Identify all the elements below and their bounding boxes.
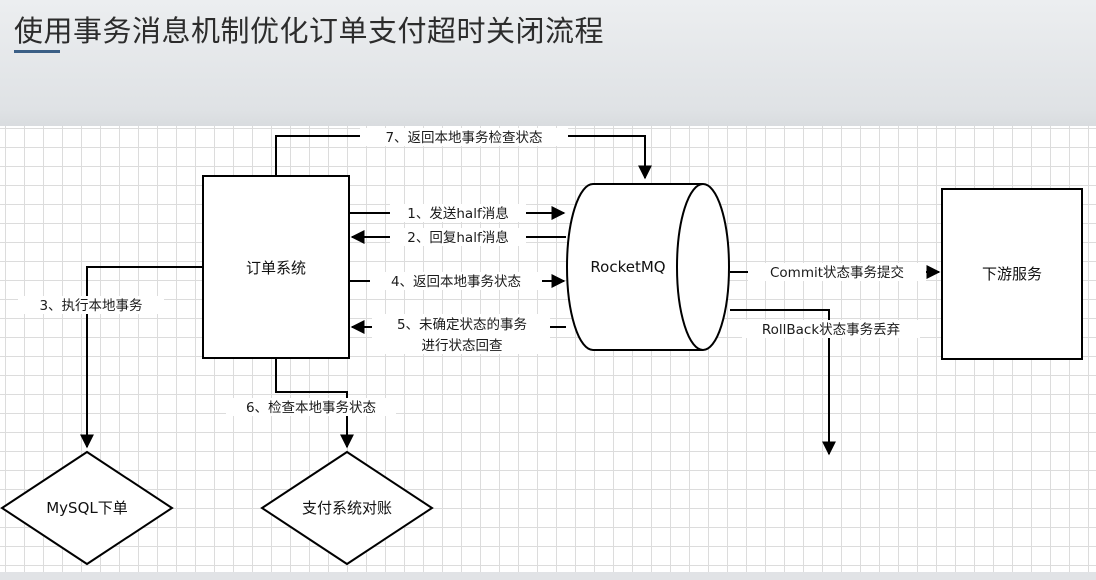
edge-1-label-bg	[390, 204, 526, 222]
diagram-canvas: 订单系统 RocketMQ 下游服务 MySQL下单 支付系统对账 7、返回本地…	[0, 126, 1096, 572]
order-system-box	[202, 175, 350, 359]
edge-5-label-line2: 进行状态回查	[422, 338, 503, 354]
payment-reconcile-label: 支付系统对账	[302, 499, 392, 517]
page-title: 使用事务消息机制优化订单支付超时关闭流程	[14, 14, 605, 48]
flow-diagram: 订单系统 RocketMQ 下游服务 MySQL下单 支付系统对账 7、返回本地…	[0, 128, 1083, 566]
edge-rollback-label-bg	[742, 320, 920, 338]
edge-2-label-bg	[390, 228, 526, 246]
rocketmq-label: RocketMQ	[590, 258, 665, 276]
title-underline	[14, 50, 60, 53]
edge-3-label: 3、执行本地事务	[39, 298, 142, 314]
edge-3-line	[80, 266, 203, 449]
edge-6-label: 6、检查本地事务状态	[246, 400, 376, 416]
edge-3-label-bg	[18, 296, 164, 314]
edge-rollback-label: RollBack状态事务丢弃	[762, 322, 900, 338]
edge-commit-label-bg	[748, 263, 926, 281]
bottom-band	[0, 572, 1096, 580]
edge-7-label-bg	[360, 128, 568, 146]
edge-1-label: 1、发送half消息	[407, 205, 508, 222]
edge-2-label: 2、回复half消息	[407, 229, 508, 246]
edge-5-label-bg	[372, 314, 550, 354]
payment-reconcile-diamond	[260, 450, 434, 566]
edge-7-label: 7、返回本地事务检查状态	[385, 130, 542, 146]
edge-6-line	[275, 358, 354, 449]
edge-rollback-line	[730, 309, 836, 456]
mysql-label: MySQL下单	[46, 499, 128, 517]
edge-4-label: 4、返回本地事务状态	[391, 274, 521, 290]
edge-commit-label: Commit状态事务提交	[770, 264, 904, 281]
edge-5-label-line1: 5、未确定状态的事务	[397, 317, 527, 333]
rocketmq-cylinder	[566, 183, 730, 351]
order-system-label: 订单系统	[246, 259, 306, 277]
edge-6-label-bg	[226, 398, 396, 416]
downstream-box	[941, 188, 1083, 360]
downstream-label: 下游服务	[982, 265, 1042, 283]
mysql-diamond	[0, 450, 174, 566]
edge-4-label-bg	[370, 272, 542, 290]
